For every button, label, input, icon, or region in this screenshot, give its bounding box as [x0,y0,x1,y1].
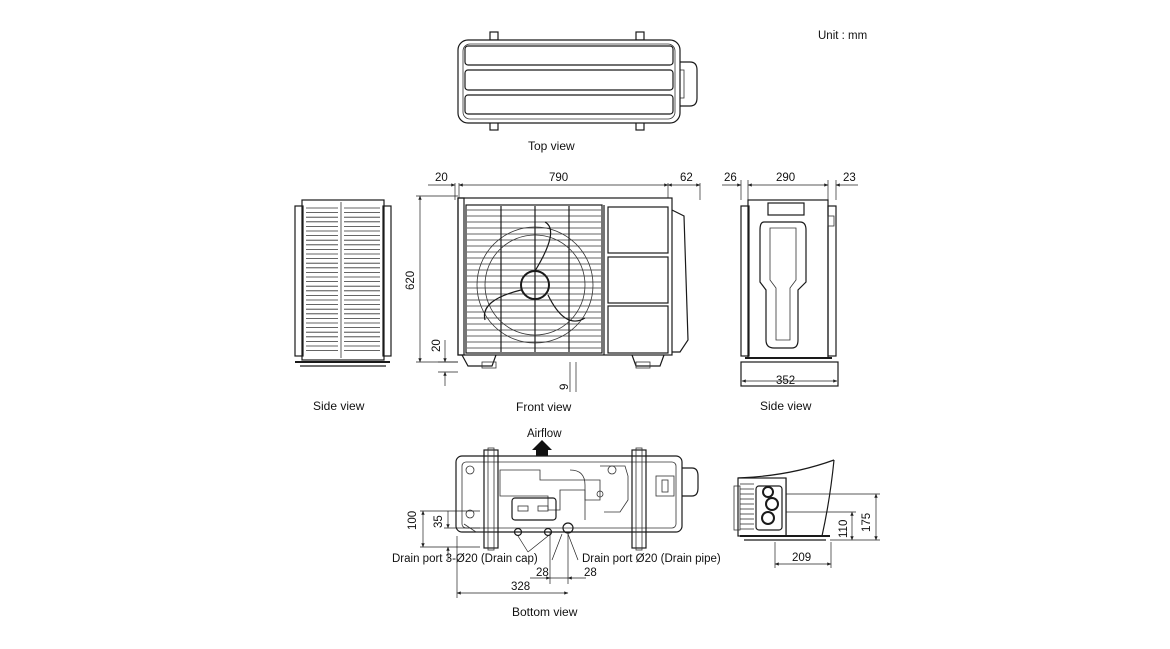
bottom-view [420,440,699,598]
detail-view [733,459,880,568]
bottom-dim-28b: 28 [584,567,597,579]
side-dim-front-offset: 26 [724,172,737,184]
airflow-label: Airflow [527,428,562,440]
caption-side-view-right: Side view [760,399,812,413]
front-dim-height: 620 [405,271,417,290]
caption-top-view: Top view [528,139,575,153]
front-view [416,183,701,392]
front-dim-left-offset: 20 [435,172,448,184]
detail-dim-209: 209 [792,552,811,564]
front-dim-right-offset: 62 [680,172,693,184]
right-side-view [722,180,858,387]
caption-front-view: Front view [516,400,572,414]
detail-dim-110: 110 [838,520,850,538]
bottom-dim-28a: 28 [536,567,549,579]
bottom-dim-100: 100 [407,511,419,530]
drain-cap-label: Drain port 3-Ø20 (Drain cap) [392,553,538,565]
caption-bottom-view: Bottom view [512,605,578,619]
caption-side-view-left: Side view [313,399,365,413]
detail-dim-175: 175 [861,513,873,532]
bottom-dim-35: 35 [433,515,445,528]
side-dim-foot-depth: 352 [776,375,795,387]
left-side-view [294,199,392,367]
airflow-arrow-icon [532,440,552,456]
drain-pipe-label: Drain port Ø20 (Drain pipe) [582,553,721,565]
unit-label: Unit : mm [818,30,867,42]
front-dim-foot-gap: 9 [559,384,571,390]
front-dim-foot-height: 20 [431,339,443,352]
top-view [457,31,698,131]
bottom-dim-328: 328 [511,581,530,593]
side-dim-rear-offset: 23 [843,172,856,184]
front-dim-width: 790 [549,172,568,184]
side-dim-depth: 290 [776,172,795,184]
